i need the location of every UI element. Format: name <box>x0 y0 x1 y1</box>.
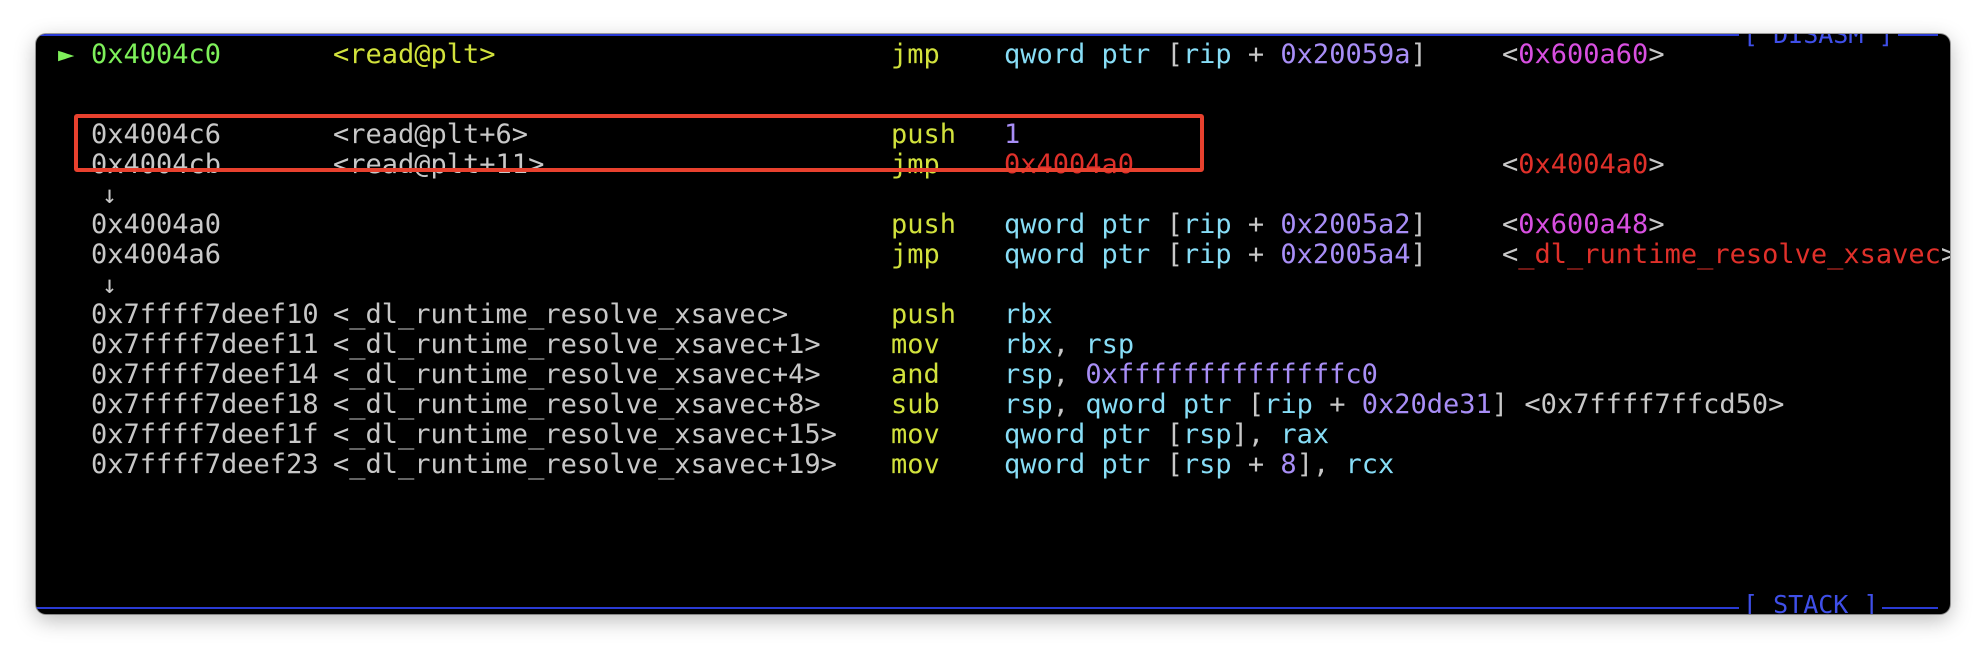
disasm-line-current: ► 0x4004c0 <read@plt> jmp qword ptr [rip… <box>36 36 1950 74</box>
instruction-operands: rsp, qword ptr [rip + 0x20de31] <0x7ffff… <box>1004 389 1785 420</box>
disasm-line: 0x4004cb <read@plt+11> jmp 0x4004a0 <0x4… <box>36 146 1950 184</box>
instruction-address: 0x7ffff7deef1f <box>91 419 319 450</box>
instruction-symbol: <_dl_runtime_resolve_xsavec+19> <box>333 449 837 480</box>
disasm-line: 0x7ffff7deef14 <_dl_runtime_resolve_xsav… <box>36 356 1950 394</box>
instruction-address: 0x4004a6 <box>91 239 222 270</box>
instruction-symbol: <read@plt+6> <box>333 119 529 150</box>
instruction-address: 0x7ffff7deef23 <box>91 449 319 480</box>
instruction-address: 0x7ffff7deef18 <box>91 389 319 420</box>
disasm-line: 0x4004c6 <read@plt+6> push 1 <box>36 116 1950 154</box>
instruction-operands: qword ptr [rsp], rax <box>1004 419 1330 450</box>
instruction-mnemonic: mov <box>891 449 940 480</box>
disasm-section-title: [ DISASM ] <box>1739 34 1898 50</box>
flow-arrow-row: ↓ <box>36 176 1950 214</box>
instruction-mnemonic: sub <box>891 389 940 420</box>
terminal-window: [ DISASM ] ► 0x4004c0 <read@plt> jmp qwo… <box>36 34 1950 614</box>
instruction-operands: 1 <box>1004 119 1021 150</box>
instruction-operands: qword ptr [rsp + 8], rcx <box>1004 449 1395 480</box>
instruction-address: 0x4004c6 <box>91 119 222 150</box>
instruction-address: 0x7ffff7deef14 <box>91 359 319 390</box>
highlight-annotation-box <box>74 114 1204 172</box>
disasm-line: 0x7ffff7deef1f <_dl_runtime_resolve_xsav… <box>36 416 1950 454</box>
instruction-symbol: <read@plt> <box>333 39 496 70</box>
instruction-target: <_dl_runtime_resolve_xsavec> <box>1502 239 1950 270</box>
disasm-line: 0x4004a0 push qword ptr [rip + 0x2005a2]… <box>36 206 1950 244</box>
instruction-mnemonic: push <box>891 119 957 150</box>
instruction-mnemonic: mov <box>891 329 940 360</box>
instruction-operands: rbx <box>1004 299 1053 330</box>
instruction-target: <0x7ffff7ffcd50> <box>1524 389 1785 420</box>
instruction-address: 0x4004a0 <box>91 209 222 240</box>
disasm-line: 0x7ffff7deef10 <_dl_runtime_resolve_xsav… <box>36 296 1950 334</box>
instruction-mnemonic: push <box>891 299 957 330</box>
instruction-mnemonic: push <box>891 209 957 240</box>
instruction-operands: rbx, rsp <box>1004 329 1135 360</box>
disasm-line: 0x7ffff7deef18 <_dl_runtime_resolve_xsav… <box>36 386 1950 424</box>
instruction-target: <0x600a48> <box>1502 209 1665 240</box>
instruction-mnemonic: jmp <box>891 149 940 180</box>
disasm-line: 0x7ffff7deef23 <_dl_runtime_resolve_xsav… <box>36 446 1950 484</box>
instruction-mnemonic: mov <box>891 419 940 450</box>
flow-arrow-icon: ↓ <box>102 180 118 209</box>
instruction-symbol: <_dl_runtime_resolve_xsavec> <box>333 299 789 330</box>
instruction-symbol: <_dl_runtime_resolve_xsavec+15> <box>333 419 837 450</box>
instruction-address: 0x7ffff7deef11 <box>91 329 319 360</box>
instruction-symbol: <_dl_runtime_resolve_xsavec+4> <box>333 359 821 390</box>
stack-section-title: [ STACK ] <box>1739 590 1883 614</box>
instruction-address: 0x7ffff7deef10 <box>91 299 319 330</box>
instruction-operands: qword ptr [rip + 0x2005a4] <box>1004 239 1427 270</box>
instruction-symbol: <_dl_runtime_resolve_xsavec+8> <box>333 389 821 420</box>
current-instruction-marker: ► <box>58 39 75 70</box>
instruction-mnemonic: jmp <box>891 239 940 270</box>
instruction-mnemonic: jmp <box>891 39 940 70</box>
instruction-address: 0x4004cb <box>91 149 222 180</box>
instruction-operands: qword ptr [rip + 0x2005a2] <box>1004 209 1427 240</box>
instruction-target: <0x600a60> <box>1502 39 1665 70</box>
instruction-symbol: <read@plt+11> <box>333 149 545 180</box>
instruction-operands: rsp, 0xffffffffffffffc0 <box>1004 359 1378 390</box>
flow-arrow-row: ↓ <box>36 266 1950 304</box>
stack-section-rule <box>36 607 1938 609</box>
disasm-line: 0x7ffff7deef11 <_dl_runtime_resolve_xsav… <box>36 326 1950 364</box>
instruction-symbol: <_dl_runtime_resolve_xsavec+1> <box>333 329 821 360</box>
instruction-operands: 0x4004a0 <box>1004 149 1135 180</box>
flow-arrow-icon: ↓ <box>102 270 118 299</box>
instruction-target: <0x4004a0> <box>1502 149 1665 180</box>
disasm-section-rule <box>36 34 1938 36</box>
instruction-operands: qword ptr [rip + 0x20059a] <box>1004 39 1427 70</box>
disasm-line: 0x4004a6 jmp qword ptr [rip + 0x2005a4] … <box>36 236 1950 274</box>
instruction-address: 0x4004c0 <box>91 39 222 70</box>
instruction-mnemonic: and <box>891 359 940 390</box>
